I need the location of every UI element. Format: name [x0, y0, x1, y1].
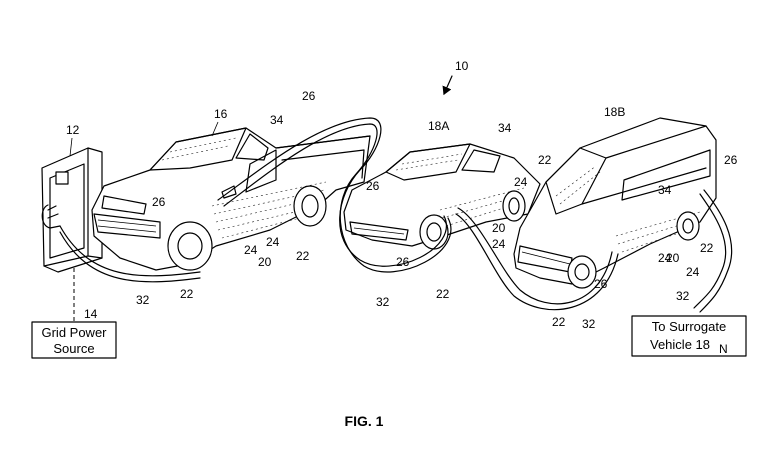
label-34-truck: 34: [270, 113, 284, 127]
cargo-van: [513, 117, 717, 289]
label-22-car-top: 22: [538, 153, 552, 167]
label-26-van-b: 26: [724, 153, 738, 167]
label-32-b: 32: [376, 295, 390, 309]
label-24-van-b: 24: [686, 265, 700, 279]
label-22-truck-front: 22: [180, 287, 194, 301]
figure-caption: FIG. 1: [345, 413, 384, 429]
reference-numerals: 10 12 14 16 18A 18B 26 26 26 26 26 26 34…: [66, 59, 738, 331]
label-14: 14: [84, 307, 98, 321]
label-26-truck: 26: [152, 195, 166, 209]
label-24-van: 24: [658, 251, 672, 265]
label-24-truck-b: 24: [266, 235, 280, 249]
label-20-car: 20: [492, 221, 506, 235]
label-22-van: 22: [552, 315, 566, 329]
label-34-van: 34: [658, 183, 672, 197]
label-10: 10: [455, 59, 469, 73]
pickup-truck: [91, 127, 371, 271]
label-22-truck-rear: 22: [296, 249, 310, 263]
surrogate-subscript: N: [719, 342, 728, 356]
surrogate-line1: To Surrogate: [652, 319, 726, 334]
label-20-van: 20: [666, 251, 680, 265]
surrogate-line2: Vehicle 18: [650, 337, 710, 352]
label-26-car: 26: [366, 179, 380, 193]
label-24-car: 24: [514, 175, 528, 189]
grid-box-line1: Grid Power: [41, 325, 107, 340]
label-26-car-b: 26: [396, 255, 410, 269]
label-20-truck: 20: [258, 255, 272, 269]
surrogate-vehicle-box: To Surrogate Vehicle 18 N: [631, 315, 747, 357]
charging-cables: [59, 117, 733, 313]
charging-station: [41, 147, 103, 273]
label-22-car: 22: [436, 287, 450, 301]
label-12: 12: [66, 123, 80, 137]
grid-power-source-box: Grid Power Source: [31, 268, 117, 359]
grid-box-line2: Source: [53, 341, 94, 356]
label-32-d: 32: [676, 289, 690, 303]
label-32-c: 32: [582, 317, 596, 331]
label-18b: 18B: [604, 105, 625, 119]
label-24-car-b: 24: [492, 237, 506, 251]
label-18a: 18A: [428, 119, 449, 133]
sedan-car: [343, 143, 541, 250]
label-24-truck: 24: [244, 243, 258, 257]
label-26-van: 26: [594, 277, 608, 291]
label-26-cable: 26: [302, 89, 316, 103]
label-34-car: 34: [498, 121, 512, 135]
label-32-a: 32: [136, 293, 150, 307]
label-22-van-rear: 22: [700, 241, 714, 255]
label-16: 16: [214, 107, 228, 121]
